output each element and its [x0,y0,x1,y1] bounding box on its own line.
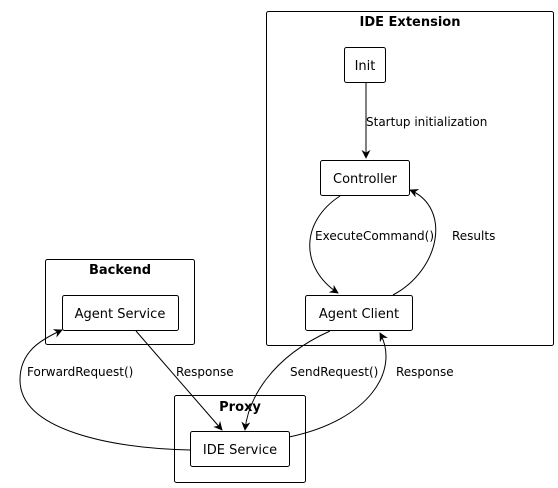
edge-response-service: Response [135,330,234,431]
edge-forward-request: ForwardRequest() [19,329,191,451]
edge-response-client: Response [288,332,454,438]
node-agent-service-label: Agent Service [75,307,166,322]
node-ide-service-label: IDE Service [203,443,277,458]
node-ide-service: IDE Service [190,431,290,467]
edge-label-startup: Startup initialization [366,115,487,129]
edge-label-results: Results [452,229,495,243]
node-agent-client: Agent Client [305,295,413,331]
edge-label-response-service: Response [176,365,234,379]
edge-results: Results [392,189,495,296]
cluster-proxy-title: Proxy [219,400,261,415]
edge-send-request: SendRequest() [241,330,378,431]
edge-execute: ExecuteCommand() [309,195,434,294]
node-init: Init [344,47,386,83]
edge-label-execute: ExecuteCommand() [315,229,434,243]
node-agent-client-label: Agent Client [319,307,399,322]
node-init-label: Init [355,59,376,74]
edge-label-send-request: SendRequest() [290,365,378,379]
edge-label-response-client: Response [396,365,454,379]
edge-label-forward-request: ForwardRequest() [27,365,133,379]
cluster-ide-extension-title: IDE Extension [360,15,461,30]
node-controller-label: Controller [333,172,398,187]
edge-startup: Startup initialization [361,83,487,159]
node-controller: Controller [320,160,410,196]
cluster-backend-title: Backend [89,263,151,278]
node-agent-service: Agent Service [62,295,179,331]
